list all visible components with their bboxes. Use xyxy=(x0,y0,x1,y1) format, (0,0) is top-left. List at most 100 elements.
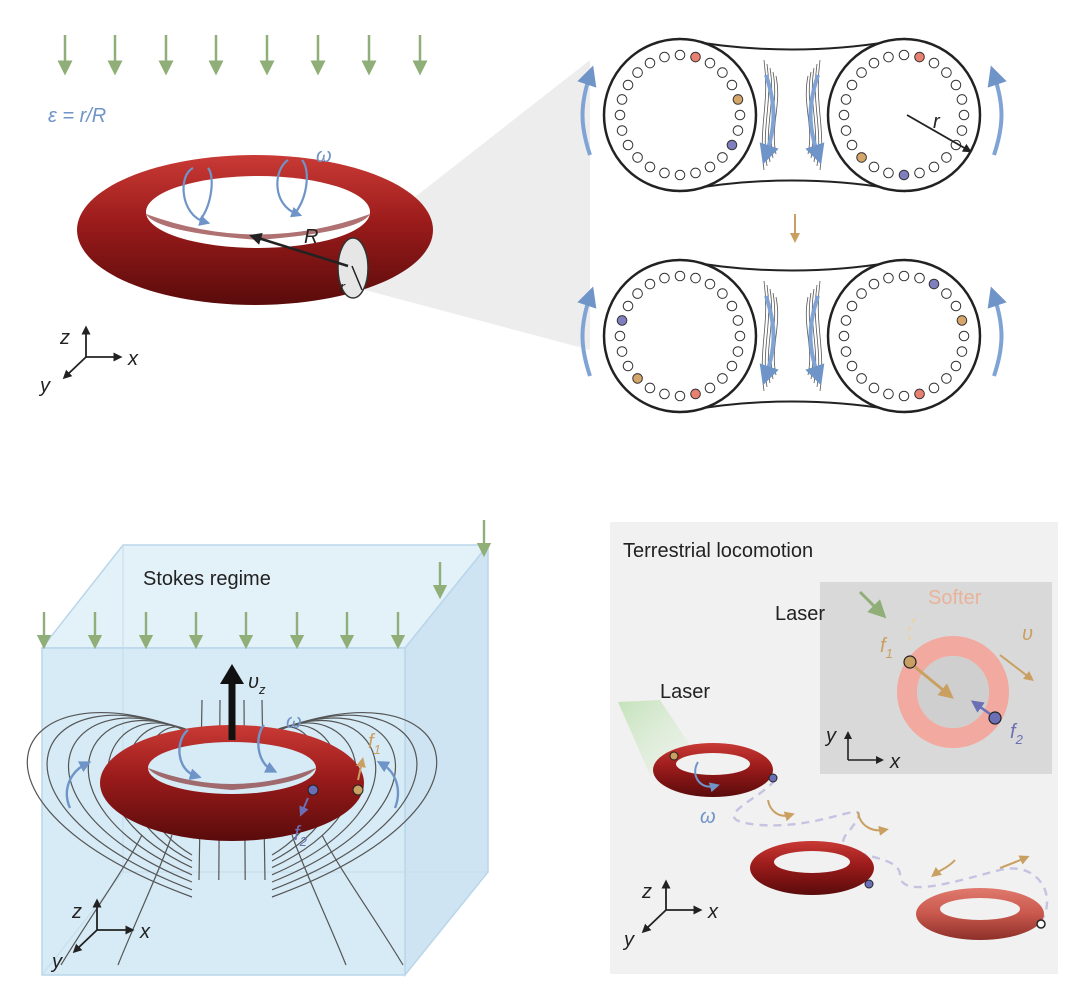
cross-sections xyxy=(577,37,1007,414)
marker-dot xyxy=(690,167,701,179)
marker-dot xyxy=(914,272,925,284)
inset-axis-y: y xyxy=(824,725,837,747)
marker-dot xyxy=(898,270,910,282)
cross-section-circle xyxy=(602,37,758,193)
inset-laser-label: Laser xyxy=(775,603,825,625)
rotation-arrow xyxy=(577,286,597,377)
marker-dot xyxy=(704,161,716,173)
motion-arrows-d xyxy=(767,799,1030,878)
marker-dot xyxy=(704,382,716,394)
cross-section-circle xyxy=(826,258,982,414)
marker-dot xyxy=(956,315,968,326)
axes-d xyxy=(641,879,703,934)
torus-a xyxy=(77,155,433,305)
marker-dot xyxy=(928,382,940,394)
marker-dot xyxy=(726,79,738,91)
big-radius-arrow xyxy=(249,232,349,268)
flow-line xyxy=(271,711,438,898)
cross-section-circle xyxy=(602,258,758,414)
marker-dot xyxy=(632,373,643,384)
marker-dot xyxy=(898,49,910,61)
inset-f2-arrow xyxy=(970,700,991,716)
small-radius-label: r xyxy=(340,279,346,296)
panel-d: Terrestrial locomotion Laser Softer υ f1… xyxy=(610,522,1058,974)
axis-y-a: y xyxy=(38,375,51,397)
marker-dot xyxy=(958,330,970,342)
marker-dot xyxy=(846,360,858,372)
axis-x-d: x xyxy=(707,901,719,923)
inset-f2-label: f2 xyxy=(1010,721,1024,747)
marker-dot xyxy=(644,57,656,69)
big-radius-label: R xyxy=(304,226,318,248)
marker-dot xyxy=(616,94,628,105)
marker-dot xyxy=(838,330,850,342)
gravity-arrows-a xyxy=(57,35,428,76)
marker-dot xyxy=(898,169,910,181)
marker-dot xyxy=(838,109,850,121)
omega-label-d: ω xyxy=(700,806,716,828)
flow-line xyxy=(117,834,173,966)
marker-dot xyxy=(659,167,670,179)
marker-dot xyxy=(622,79,634,91)
marker-dot xyxy=(616,125,628,136)
marker-dot xyxy=(928,161,940,173)
marker-dot xyxy=(846,139,858,151)
marker-dot xyxy=(674,270,686,282)
inset-velocity-label: υ xyxy=(1022,623,1033,645)
marker-dot xyxy=(868,57,880,69)
marker-dot xyxy=(614,109,626,121)
marker-dot xyxy=(898,390,910,402)
panel-b: r xyxy=(577,37,1007,414)
softer-label: Softer xyxy=(928,587,982,609)
laser-label: Laser xyxy=(660,681,710,703)
flow-line xyxy=(291,834,347,966)
inset-f1-label: f1 xyxy=(880,635,893,661)
force-point-f1 xyxy=(352,784,364,796)
marker-dot xyxy=(704,278,716,290)
axes-a xyxy=(62,325,123,380)
marker-dot xyxy=(840,94,852,105)
stokes-title: Stokes regime xyxy=(143,568,271,590)
marker-dot xyxy=(726,139,738,151)
omega-label-a: ω xyxy=(316,145,332,167)
marker-dot xyxy=(704,57,716,69)
flow-field xyxy=(26,699,438,966)
omega-label-c: ω xyxy=(286,711,302,733)
marker-dot xyxy=(941,67,952,78)
marker-dot xyxy=(941,373,952,384)
f2-label-c: f2 xyxy=(294,823,308,849)
marker-dot xyxy=(632,67,643,78)
marker-dot xyxy=(622,139,634,151)
marker-dot xyxy=(674,390,686,402)
rotation-arrow xyxy=(759,74,779,165)
rotation-arrow xyxy=(805,295,825,386)
flow-line xyxy=(46,714,193,891)
marker-dot xyxy=(856,373,867,384)
flow-line xyxy=(107,722,193,869)
axis-x-a: x xyxy=(127,348,139,370)
panel-a: ε = r/R R r ω z x y xyxy=(38,35,590,397)
axis-z-d: z xyxy=(641,881,652,903)
marker-dot xyxy=(734,330,746,342)
marker-dot xyxy=(956,125,968,136)
f1-label-c: f1 xyxy=(368,731,381,757)
rotation-arrow xyxy=(805,74,825,165)
marker-dot xyxy=(644,278,656,290)
marker-dot xyxy=(883,388,894,400)
marker-dot xyxy=(856,152,867,163)
rotation-arrow xyxy=(987,286,1007,377)
marker-dot xyxy=(732,94,744,105)
inset-f2-point xyxy=(988,711,1002,725)
inset-torus-ring xyxy=(897,636,1009,748)
marker-dot xyxy=(717,373,728,384)
marker-dot xyxy=(950,300,962,312)
marker-dot xyxy=(856,67,867,78)
marker-dot xyxy=(950,360,962,372)
marker-dot xyxy=(726,300,738,312)
marker-dot xyxy=(644,382,656,394)
rotation-arrows-a xyxy=(182,159,308,226)
inset-velocity-arrow xyxy=(999,654,1034,682)
marker-dot xyxy=(914,167,925,179)
force-point-f2 xyxy=(307,784,319,796)
